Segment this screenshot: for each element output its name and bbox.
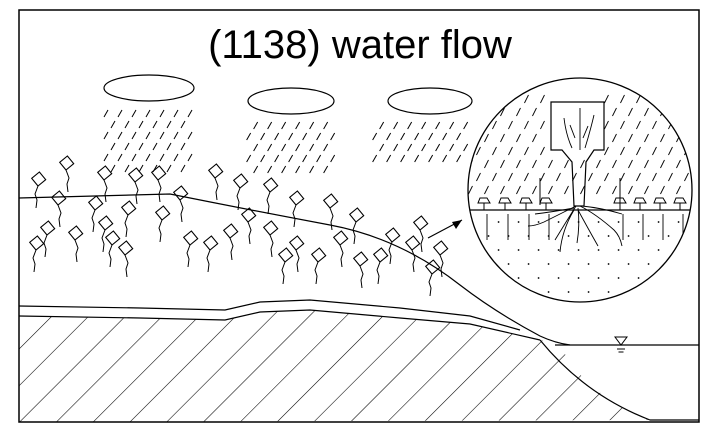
- ground-surface-line: [18, 193, 571, 346]
- soil-layer-lower-line: [18, 309, 541, 341]
- rain-streaks: [103, 109, 469, 174]
- river-channel-line: [539, 339, 699, 421]
- diagram-title: (1138) water flow: [208, 23, 512, 67]
- inset-pointer-arrow: [427, 219, 463, 239]
- soil-layer-upper-line: [18, 299, 521, 331]
- cloud-2: [247, 87, 335, 115]
- diagram-border: [18, 9, 700, 423]
- inset-circle: [467, 77, 693, 303]
- cloud-1: [103, 74, 195, 102]
- vegetation-group: [28, 155, 449, 297]
- rain-clouds: [103, 74, 473, 115]
- inset-small-plants: [477, 178, 687, 240]
- root-zone-inset: [467, 77, 693, 303]
- cloud-3: [387, 87, 473, 115]
- bedrock-hatch: [19, 310, 650, 422]
- tree-icon: [527, 101, 623, 253]
- water-table-icon: [614, 336, 628, 353]
